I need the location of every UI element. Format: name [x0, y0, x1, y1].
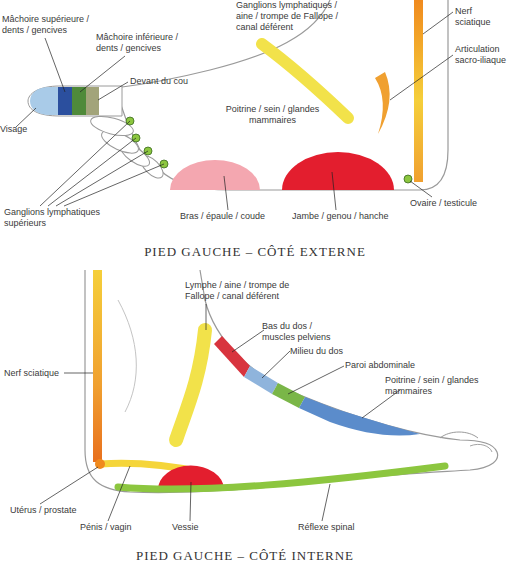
leader-line — [80, 56, 125, 92]
leader-line — [40, 121, 130, 206]
ankle-outline — [118, 300, 136, 412]
leader-line — [190, 482, 191, 521]
zone-label: Milieu du dos — [290, 346, 360, 357]
leader-line — [423, 12, 453, 34]
leader-line — [232, 330, 264, 352]
zone-label: Poitrine / sein / glandes mammaires — [225, 104, 320, 126]
zone-label: Mâchoire inférieure / dents / gencives — [96, 32, 188, 54]
leader-line — [98, 82, 128, 100]
reflex-zone — [244, 366, 278, 394]
reflex-zone — [299, 397, 420, 436]
reflex-zone — [375, 72, 390, 134]
zone-label: Ganglions lymphatiques / aine / trompe d… — [236, 0, 356, 33]
zone-label: Bas du dos / muscles pelviens — [262, 321, 344, 343]
leader-line — [64, 164, 164, 206]
leader-line — [224, 176, 228, 210]
zone-label: Visage — [0, 124, 40, 135]
toe-outline — [440, 432, 478, 438]
reflex-zone — [214, 336, 250, 377]
zone-label: Ovaire / testicule — [410, 198, 505, 209]
leader-line — [64, 373, 93, 374]
leader-line — [288, 366, 344, 394]
zone-label: Utérus / prostate — [10, 505, 90, 516]
big-toe-outline — [28, 86, 122, 116]
figure-caption: PIED GAUCHE – CÔTÉ EXTERNE — [100, 244, 410, 259]
leader-line — [410, 181, 432, 197]
zone-label: Paroi abdominale — [345, 360, 435, 371]
reflex-zone — [72, 87, 86, 115]
reflex-zone — [170, 160, 260, 190]
leader-line — [48, 138, 136, 206]
zone-label: Devant du cou — [130, 76, 210, 87]
foot-outline — [115, 0, 448, 190]
leader-line — [262, 351, 290, 378]
reflex-zone — [86, 87, 99, 115]
zone-label: Bras / épaule / coude — [180, 211, 270, 222]
zone-label: Nerf sciatique — [4, 368, 64, 379]
leader-line — [108, 466, 130, 521]
toe-outline — [89, 113, 136, 140]
zone-label: Vessie — [172, 522, 212, 533]
reflex-zone — [30, 87, 58, 115]
zone-label: Mâchoire supérieure / dents / gencives — [2, 14, 94, 36]
reflex-band — [176, 330, 205, 440]
leader-line — [332, 172, 336, 210]
leader-line — [390, 55, 453, 100]
leader-line — [56, 151, 148, 206]
zone-label: Ganglions lymphatiques supérieurs — [4, 207, 104, 229]
leader-line — [322, 484, 330, 521]
zone-label: Lymphe / aine / trompe de Fallope / cana… — [185, 280, 307, 302]
reflex-band — [118, 466, 445, 489]
zone-label: Pénis / vagin — [80, 522, 150, 533]
zone-label: Jambe / genou / hanche — [292, 211, 392, 222]
zone-label: Poitrine / sein / glandes mammaires — [385, 375, 510, 397]
zone-label: Nerf sciatique — [455, 6, 510, 28]
zone-label: Réflexe spinal — [298, 522, 378, 533]
zone-label: Articulation sacro-iliaque — [455, 44, 510, 66]
reflex-band — [93, 270, 102, 462]
reflex-zone — [272, 383, 305, 408]
reflex-dot — [95, 459, 105, 469]
leader-line — [206, 304, 207, 330]
leader-line — [45, 38, 65, 92]
reflex-band — [414, 0, 423, 182]
reflex-zone — [282, 152, 394, 190]
leader-line — [40, 467, 98, 504]
figure-caption: PIED GAUCHE – CÔTÉ INTERNE — [90, 548, 400, 563]
toenail-outline — [470, 444, 492, 452]
